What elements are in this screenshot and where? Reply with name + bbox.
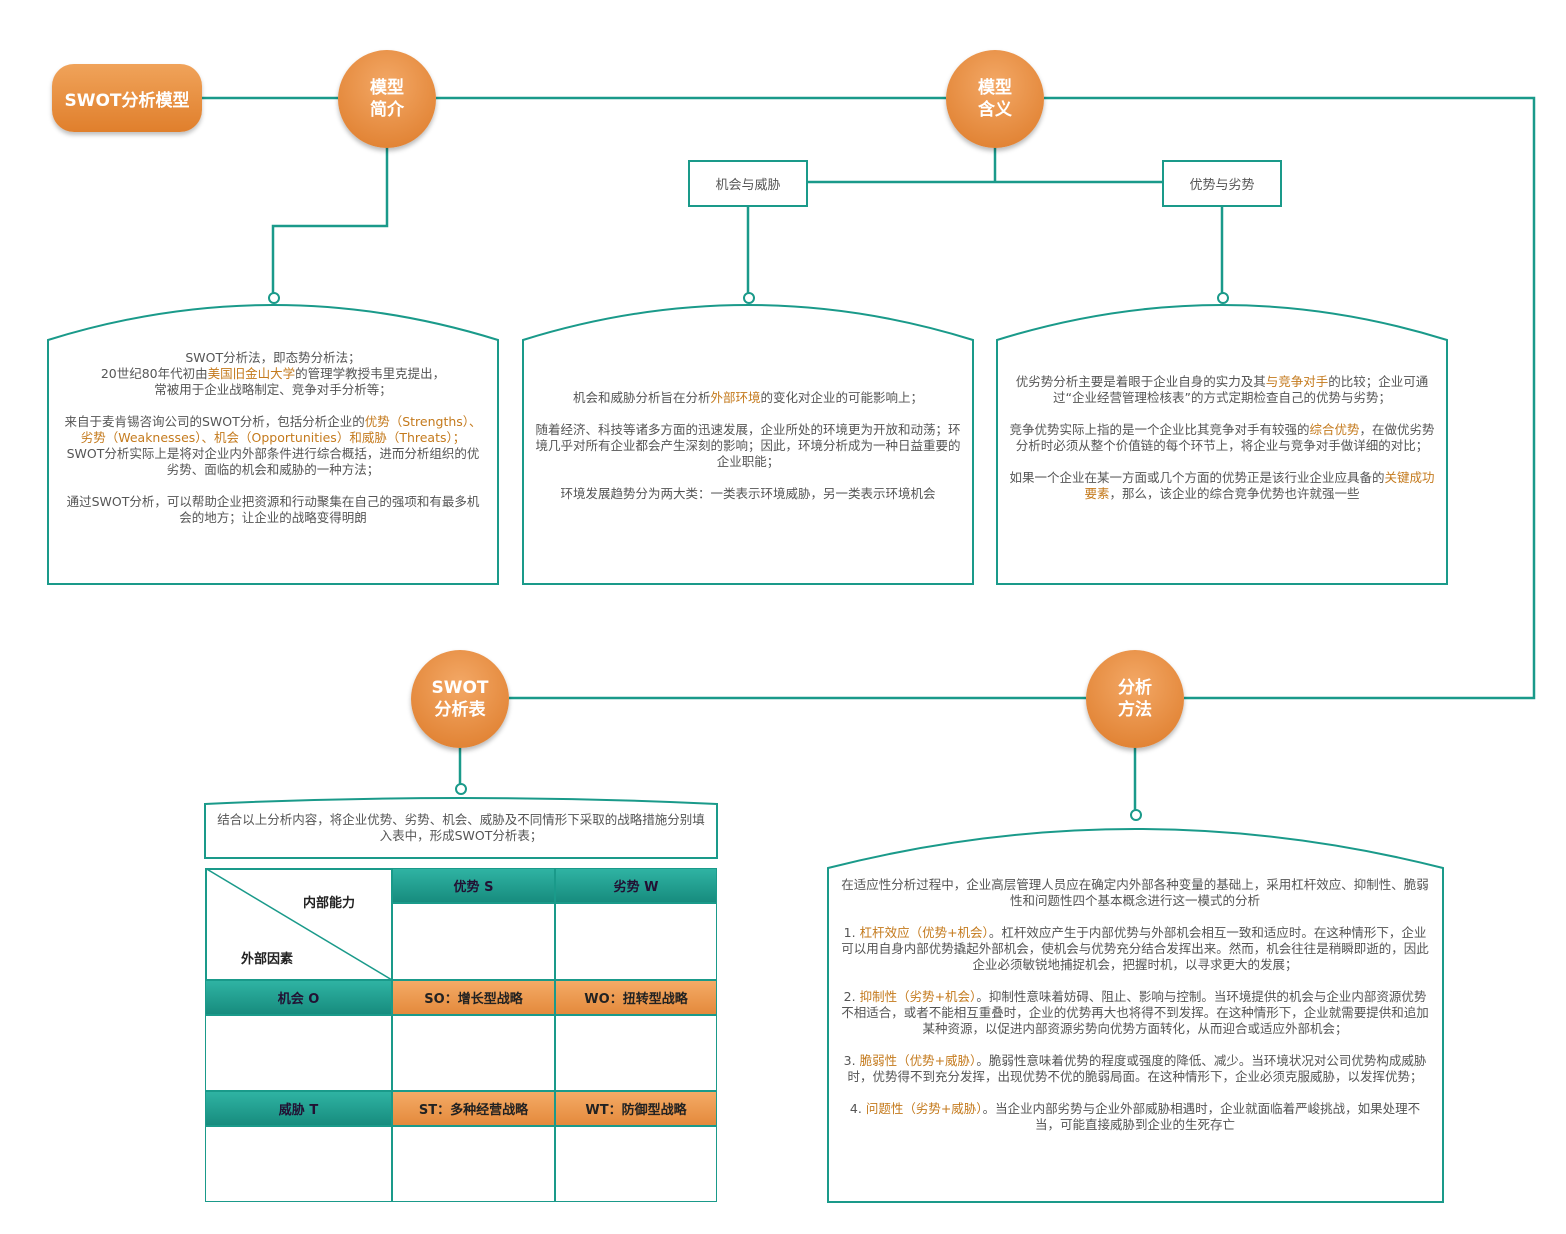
ot-frame bbox=[522, 304, 974, 585]
intro-line: 20世纪80年代初由 bbox=[100, 366, 208, 381]
row-threat: 威胁 T bbox=[205, 1091, 392, 1126]
wt-cell[interactable] bbox=[555, 1126, 717, 1202]
intro-line: SWOT分析实际上是将对企业内外部条件进行综合概括，进而分析组织的优劣势、面临的… bbox=[66, 446, 480, 477]
external-label: 外部因素 bbox=[241, 952, 294, 967]
method-text: 在适应性分析过程中，企业高层管理人员应在确定内外部各种变量的基础上，采用杠杆效应… bbox=[840, 877, 1430, 1149]
method-line: 。杠杆效应产生于内部优势与外部机会相互一致和适应时。在这种情形下，企业可以用自身… bbox=[841, 925, 1429, 972]
method-line: 。抑制性意味着妨碍、阻止、影响与控制。当环境提供的机会与企业内部资源优势不相适合… bbox=[841, 989, 1429, 1036]
intro-line: 常被用于企业战略制定、竞争对手分析等； bbox=[154, 382, 392, 397]
intro-line: 的管理学教授韦里克提出， bbox=[295, 366, 446, 381]
intro-highlight: 优势（Strengths）、劣势（Weaknesses）、机会（Opportun… bbox=[80, 414, 482, 445]
label-strength-weakness[interactable]: 优势与劣势 bbox=[1162, 160, 1282, 207]
connector-dot bbox=[268, 292, 280, 304]
opportunity-cell[interactable] bbox=[205, 1015, 392, 1091]
wo-strategy: WO：扭转型战略 bbox=[555, 980, 717, 1015]
row-opportunity: 机会 O bbox=[205, 980, 392, 1015]
sw-line: 的比较；企业可通过“企业经营管理检核表”的方式定期检查自己的优势与劣势； bbox=[1053, 374, 1429, 405]
ot-line: 机会和威胁分析旨在分析 bbox=[572, 390, 711, 405]
connector-dot bbox=[455, 783, 467, 795]
method-num: 2. bbox=[843, 989, 860, 1004]
connector-dot bbox=[1217, 292, 1229, 304]
intro-highlight: 美国旧金山大学 bbox=[207, 366, 296, 381]
intro-line: SWOT分析法，即态势分析法； bbox=[185, 350, 361, 365]
ot-line: 的变化对企业的可能影响上； bbox=[760, 390, 924, 405]
header-weakness: 劣势 W bbox=[555, 868, 717, 903]
ot-highlight: 外部环境 bbox=[710, 390, 761, 405]
method-num: 4. bbox=[849, 1101, 866, 1116]
intro-line: 通过SWOT分析，可以帮助企业把资源和行动聚集在自己的强项和有最多机会的地方；让… bbox=[66, 494, 480, 525]
node-intro-label: 模型简介 bbox=[370, 78, 404, 120]
intro-line: 来自于麦肯锡咨询公司的SWOT分析，包括分析企业的 bbox=[64, 414, 365, 429]
threat-cell[interactable] bbox=[205, 1126, 392, 1202]
method-line: 。当企业内部劣势与企业外部威胁相遇时，企业就面临着严峻挑战，如果处理不当，可能直… bbox=[982, 1101, 1421, 1132]
intro-text: SWOT分析法，即态势分析法； 20世纪80年代初由美国旧金山大学的管理学教授韦… bbox=[62, 350, 484, 542]
wt-strategy: WT：防御型战略 bbox=[555, 1091, 717, 1126]
label-opportunity-threat[interactable]: 机会与威胁 bbox=[688, 160, 808, 207]
corner-diagonal bbox=[205, 868, 392, 980]
header-strength: 优势 S bbox=[392, 868, 555, 903]
sw-line: ，在做优劣势分析时必须从整个价值链的每个环节上，将企业与竞争对手做详细的对比； bbox=[1015, 422, 1435, 453]
node-method[interactable]: 分析方法 bbox=[1086, 650, 1184, 748]
st-strategy: ST：多种经营战略 bbox=[392, 1091, 555, 1126]
sw-line: 如果一个企业在某一方面或几个方面的优势正是该行业企业应具备的 bbox=[1009, 470, 1385, 485]
node-intro[interactable]: 模型简介 bbox=[338, 50, 436, 148]
node-method-label: 分析方法 bbox=[1118, 678, 1152, 720]
method-num: 1. bbox=[843, 925, 860, 940]
method-highlight: 抑制性（劣势+机会） bbox=[859, 989, 977, 1004]
sw-line: 竞争优势实际上指的是一个企业比其竞争对手有较强的 bbox=[1009, 422, 1310, 437]
sw-highlight: 关键成功要素 bbox=[1084, 470, 1435, 501]
node-meaning-label: 模型含义 bbox=[978, 78, 1012, 120]
connector-dot bbox=[1130, 809, 1142, 821]
method-highlight: 杠杆效应（优势+机会） bbox=[859, 925, 989, 940]
so-cell[interactable] bbox=[392, 1015, 555, 1091]
method-highlight: 问题性（劣势+威胁） bbox=[865, 1101, 983, 1116]
st-cell[interactable] bbox=[392, 1126, 555, 1202]
strength-cell[interactable] bbox=[392, 903, 555, 980]
method-line: 在适应性分析过程中，企业高层管理人员应在确定内外部各种变量的基础上，采用杠杆效应… bbox=[841, 877, 1429, 908]
ot-text: 机会和威胁分析旨在分析外部环境的变化对企业的可能影响上； 随着经济、科技等诸多方… bbox=[533, 390, 963, 518]
wo-cell[interactable] bbox=[555, 1015, 717, 1091]
method-line: 。脆弱性意味着优势的程度或强度的降低、减少。当环境状况对公司优势构成威胁时，优势… bbox=[847, 1053, 1427, 1084]
sw-highlight: 与竞争对手 bbox=[1265, 374, 1329, 389]
ot-line: 环境发展趋势分为两大类：一类表示环境威胁，另一类表示环境机会 bbox=[560, 486, 936, 501]
node-meaning[interactable]: 模型含义 bbox=[946, 50, 1044, 148]
intro-frame bbox=[47, 304, 499, 585]
sw-frame bbox=[996, 304, 1448, 585]
sw-text: 优劣势分析主要是着眼于企业自身的实力及其与竞争对手的比较；企业可通过“企业经营管… bbox=[1007, 374, 1437, 518]
table-intro-frame bbox=[204, 797, 718, 859]
connector-dot bbox=[743, 292, 755, 304]
sw-line: 优劣势分析主要是着眼于企业自身的实力及其 bbox=[1015, 374, 1266, 389]
internal-label: 内部能力 bbox=[303, 896, 356, 911]
method-frame bbox=[827, 828, 1444, 1203]
weakness-cell[interactable] bbox=[555, 903, 717, 980]
method-num: 3. bbox=[843, 1053, 860, 1068]
title-node[interactable]: SWOT分析模型 bbox=[52, 64, 202, 132]
method-highlight: 脆弱性（优势+威胁） bbox=[859, 1053, 977, 1068]
sw-highlight: 综合优势 bbox=[1309, 422, 1360, 437]
sw-line: ，那么，该企业的综合竞争优势也许就强一些 bbox=[1109, 486, 1360, 501]
so-strategy: SO：增长型战略 bbox=[392, 980, 555, 1015]
table-intro-text: 结合以上分析内容，将企业优势、劣势、机会、威胁及不同情形下采取的战略措施分别填入… bbox=[217, 812, 705, 843]
ot-line: 随着经济、科技等诸多方面的迅速发展，企业所处的环境更为开放和动荡；环境几乎对所有… bbox=[535, 422, 961, 469]
table-corner-cell: 内部能力 外部因素 bbox=[205, 868, 392, 980]
